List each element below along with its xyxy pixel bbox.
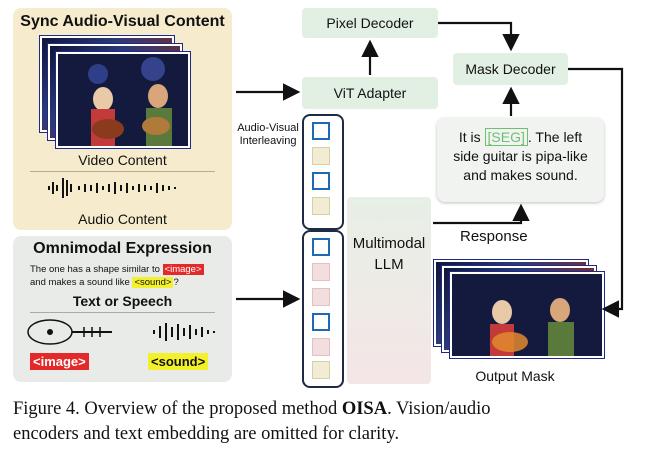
seg-token: [SEG] [484,128,528,146]
text-or-speech-label: Text or Speech [72,293,173,309]
interleaving-label: Audio-Visual Interleaving [232,122,304,148]
video-content-label: Video Content [78,152,167,168]
pipa-icon [27,319,112,345]
caption-suffix: . Vision/audio [387,399,491,419]
expression-text: The one has a shape similar to <image> a… [30,263,204,289]
caption-prefix: Figure 4. Overview of the proposed metho… [13,399,342,419]
audio-token [312,147,330,165]
audio-token [312,361,330,379]
visual-token [312,313,330,331]
pixel-to-mask-arrow [438,21,520,52]
audio-token [312,197,330,215]
interleaving-label-line1: Audio-Visual [237,122,299,134]
response-line3: and makes sound. [463,167,578,183]
sound-waveform-icon [153,323,215,341]
expression-token-column [302,230,344,388]
image-tag: <image> [162,264,204,275]
response-text-pre: It is [458,129,485,145]
image-token-label: <image> [30,353,89,370]
caption-line2: encoders and text embedding are omitted … [13,424,400,444]
sound-token-label: <sound> [148,353,209,370]
response-line2: side guitar is pipa-like [453,148,588,164]
audio-waveform-icon [48,178,176,198]
expression-line1: The one has a shape similar to [30,264,163,275]
concert-scene-image [58,54,188,146]
llm-to-response-arrow [433,203,530,225]
output-mask-label: Output Mask [475,368,555,384]
pixel-decoder-box: Pixel Decoder [302,8,438,38]
audio-visual-title: Sync Audio-Visual Content [20,13,225,30]
expression-line2: and makes a sound like [30,277,133,288]
multimodal-llm-block: Multimodal LLM [347,197,431,384]
visual-token [312,172,330,190]
divider [30,312,215,313]
visual-token [312,238,330,256]
response-text-post: . The left [527,129,583,145]
audio-content-label: Audio Content [78,211,167,227]
llm-label-line1: Multimodal [352,235,426,252]
output-mask-image [452,274,602,356]
av-token-column [302,114,344,230]
text-token [312,263,330,281]
divider [30,171,215,172]
response-box: It is [SEG]. The left side guitar is pip… [437,118,604,202]
interleaving-label-line2: Interleaving [239,135,297,147]
expression-suffix: ? [173,277,179,288]
mask-decoder-box: Mask Decoder [453,53,568,85]
caption-method: OISA [341,399,388,419]
figure-caption: Figure 4. Overview of the proposed metho… [13,397,638,447]
llm-label-line2: LLM [374,256,404,273]
omnimodal-title: Omnimodal Expression [33,240,212,257]
sound-tag: <sound> [132,277,174,288]
vit-adapter-box: ViT Adapter [302,77,438,109]
text-token [312,338,330,356]
mask-to-output-arrow [568,67,624,318]
visual-token [312,122,330,140]
text-token [312,288,330,306]
video-frame-front [56,52,190,148]
response-label: Response [460,228,528,245]
